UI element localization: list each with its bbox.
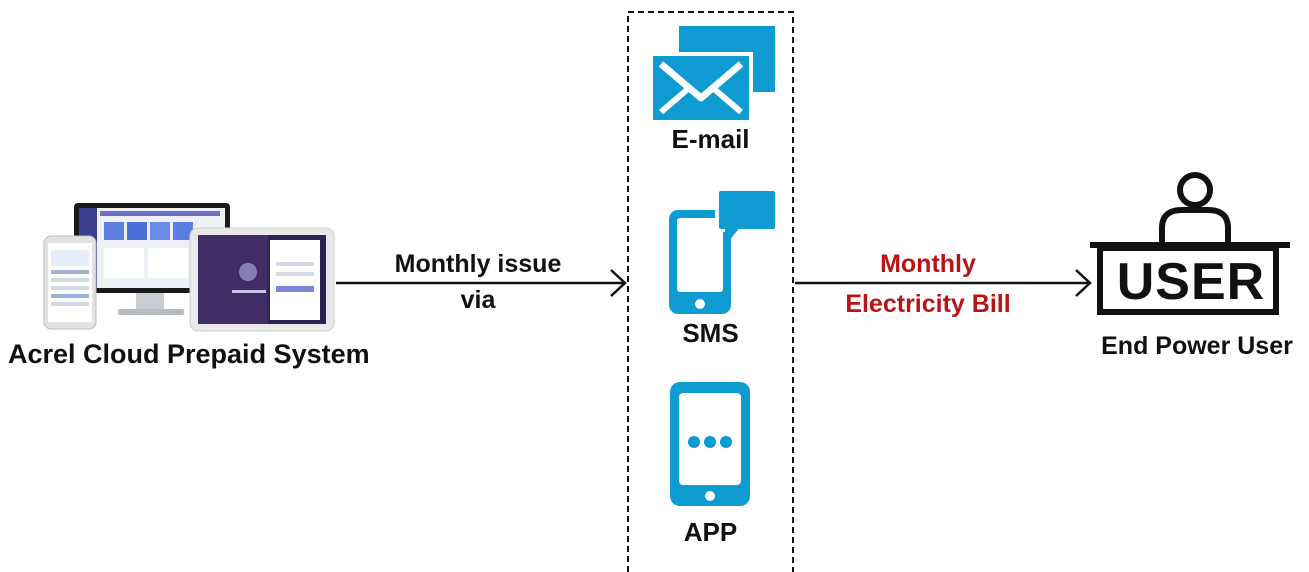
flow-right-line1: Monthly [880,250,976,278]
channel-label-email: E-mail [671,124,750,154]
sms-phone-icon [669,188,779,314]
user-badge-text: USER [1116,253,1266,311]
arrow-to-user [795,269,1092,297]
channel-label-app: APP [683,517,738,547]
channels-dashed-box [627,11,794,572]
flow-right-line2: Electricity Bill [845,290,1011,318]
tablet-device [189,227,335,332]
source-label: Acrel Cloud Prepaid System [8,339,370,369]
phone-device [43,235,97,330]
app-phone-icon [670,382,750,506]
target-label: End Power User [1101,332,1293,360]
devices-illustration [43,203,335,332]
flow-left-line1: Monthly issue [394,250,562,278]
flow-left-line2: via [460,286,496,314]
email-icon [649,26,775,124]
arrow-to-channels [336,269,627,297]
channel-label-sms: SMS [682,318,739,348]
user-at-desk-icon [1090,172,1290,315]
